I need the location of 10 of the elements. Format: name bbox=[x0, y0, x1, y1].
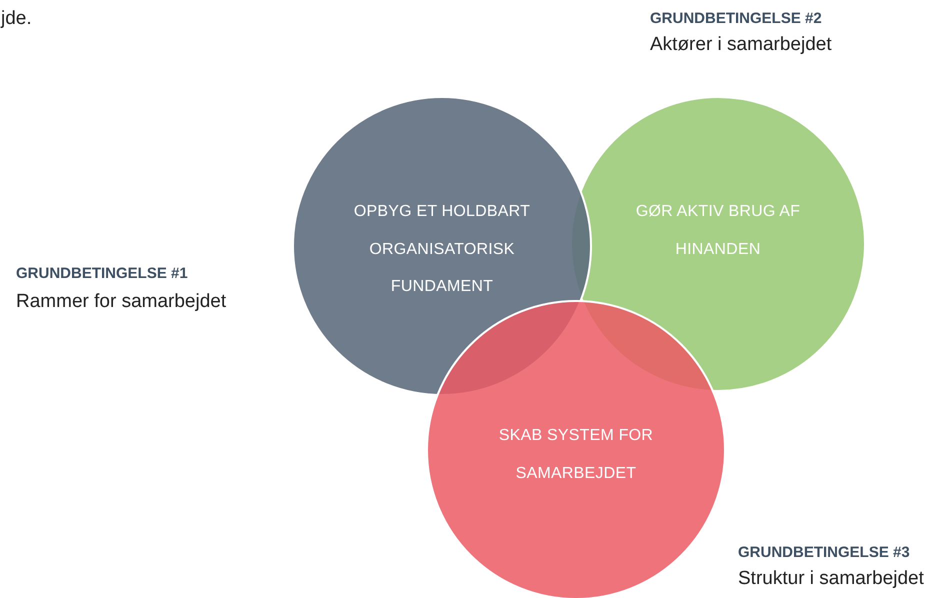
circle-label: OPBYG ET HOLDBART ORGANISATORISK FUNDAMENT bbox=[352, 202, 532, 297]
heading: GRUNDBETINGELSE #1 bbox=[16, 265, 188, 282]
subheading: Rammer for samarbejdet bbox=[16, 291, 226, 313]
heading: GRUNDBETINGELSE #2 bbox=[650, 10, 822, 27]
circle-label: GØR AKTIV BRUG AF HINANDEN bbox=[634, 202, 802, 260]
circle-label: SKAB SYSTEM FOR SAMARBEJDET bbox=[498, 426, 654, 484]
heading: GRUNDBETINGELSE #3 bbox=[738, 544, 910, 561]
body-text: jde. bbox=[1, 8, 32, 30]
subheading: Struktur i samarbejdet bbox=[738, 568, 924, 590]
subheading: Aktører i samarbejdet bbox=[650, 34, 832, 56]
